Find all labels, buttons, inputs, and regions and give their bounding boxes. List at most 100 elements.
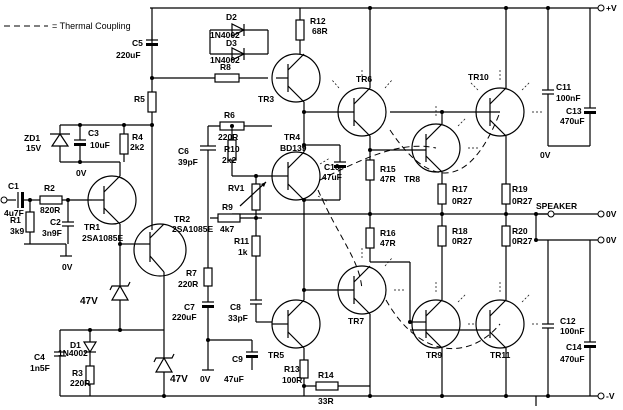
svg-text:470uF: 470uF [560,354,585,364]
svg-text:TR2: TR2 [174,214,190,224]
svg-text:4u7F: 4u7F [4,208,24,218]
svg-text:220R: 220R [178,279,198,289]
svg-text:R4: R4 [132,132,143,142]
svg-text:ZD1: ZD1 [24,133,40,143]
svg-text:470uF: 470uF [560,116,585,126]
svg-text:220R: 220R [70,378,90,388]
svg-text:TR8: TR8 [404,174,420,184]
speaker-label: SPEAKER [536,201,577,211]
svg-text:0V: 0V [200,374,211,384]
rail-gnd2-label: 0V [606,235,617,245]
svg-text:15V: 15V [26,143,41,153]
svg-text:C3: C3 [88,128,99,138]
svg-text:1N4002: 1N4002 [210,30,240,40]
svg-text:C2: C2 [50,217,61,227]
svg-text:C10: C10 [324,162,340,172]
svg-text:2SA1085E: 2SA1085E [82,233,123,243]
svg-text:R14: R14 [318,370,334,380]
svg-text:R2: R2 [44,183,55,193]
svg-text:820R: 820R [40,205,60,215]
svg-text:47uF: 47uF [224,374,244,384]
lower-output-stage: R16 47R TR7 R18 0R27 TR9 R20 0R27 [304,214,596,406]
svg-text:1N4002: 1N4002 [58,348,88,358]
svg-text:R10: R10 [224,144,240,154]
svg-text:R9: R9 [222,202,233,212]
svg-text:C1: C1 [8,181,19,191]
svg-text:39pF: 39pF [178,157,198,167]
svg-text:C9: C9 [232,354,243,364]
svg-text:C5: C5 [132,38,143,48]
svg-text:C11: C11 [556,82,571,92]
thermal-coupling-legend: = Thermal Coupling [4,21,131,31]
svg-text:1k: 1k [238,247,248,257]
svg-text:100nF: 100nF [556,93,581,103]
svg-text:TR4: TR4 [284,132,300,142]
svg-text:TR7: TR7 [348,316,364,326]
rail-pos-label: +V [606,3,617,13]
svg-text:0R27: 0R27 [512,196,533,206]
svg-text:R8: R8 [220,62,231,72]
svg-text:R18: R18 [452,226,468,236]
svg-text:100nF: 100nF [560,326,585,336]
svg-text:TR9: TR9 [426,350,442,360]
svg-text:100R: 100R [282,375,302,385]
transistor-tr1: TR1 2SA1085E [82,175,137,243]
svg-text:C4: C4 [34,352,45,362]
svg-text:RV1: RV1 [228,183,245,193]
svg-text:33R: 33R [318,396,334,406]
svg-text:TR10: TR10 [468,72,489,82]
svg-text:47V: 47V [80,296,98,307]
svg-text:R7: R7 [186,268,197,278]
svg-text:D2: D2 [226,12,237,22]
svg-text:R5: R5 [134,94,145,104]
terminal-speaker [547,210,555,218]
svg-text:BD139: BD139 [280,143,307,153]
svg-text:TR1: TR1 [84,222,100,232]
bias-pot: RV1 R9 4k7 R11 1k [210,175,272,276]
svg-text:TR6: TR6 [356,74,372,84]
svg-text:R17: R17 [452,184,468,194]
svg-text:R16: R16 [380,228,396,238]
svg-text:TR11: TR11 [490,350,511,360]
svg-text:68R: 68R [312,26,328,36]
svg-text:0R27: 0R27 [452,236,473,246]
svg-text:3k9: 3k9 [10,226,24,236]
svg-text:R20: R20 [512,226,528,236]
svg-text:R19: R19 [512,184,528,194]
svg-text:C7: C7 [184,302,195,312]
svg-text:0V: 0V [62,262,73,272]
svg-text:33pF: 33pF [228,313,248,323]
svg-text:2k2: 2k2 [222,155,236,165]
rail-neg-label: -V [606,391,615,401]
input-stage: C1 4u7F R1 3k9 R2 820R C2 3n9F 0V [0,181,92,272]
svg-text:47V: 47V [170,374,188,385]
svg-text:0V: 0V [76,168,87,178]
rail-gnd1-label: 0V [606,209,617,219]
terminal-neg [597,392,605,400]
transistor-tr4: TR4 BD139 C10 47uF [271,132,346,300]
svg-text:C13: C13 [566,106,582,116]
transistor-tr3: R12 68R TR3 [258,8,328,140]
svg-text:4k7: 4k7 [220,224,234,234]
svg-text:0R27: 0R27 [452,196,473,206]
svg-text:2SA1085E: 2SA1085E [172,224,213,234]
svg-text:220uF: 220uF [172,312,197,322]
terminal-pos [597,4,605,12]
svg-text:TR3: TR3 [258,94,274,104]
svg-text:2k2: 2k2 [130,142,144,152]
diode-string: D2 1N4002 D3 1N4002 [209,12,269,65]
svg-text:47R: 47R [380,174,396,184]
svg-text:R11: R11 [234,236,249,246]
svg-text:220R: 220R [218,132,238,142]
svg-text:C6: C6 [178,146,189,156]
heat-rays [317,70,542,325]
feedback-network: R6 220R C6 39pF R10 2k2 [178,110,272,230]
svg-text:C14: C14 [566,342,582,352]
svg-text:47uF: 47uF [322,172,342,182]
transistor-tr2: TR2 2SA1085E [119,214,213,300]
negative-rail-network: C4 1n5F D1 1N4002 R3 220R 47V 47V [30,244,188,396]
svg-text:R3: R3 [72,368,83,378]
svg-text:R1: R1 [10,215,21,225]
thermal-coupling-links [317,111,501,349]
terminal-gnd1 [597,210,605,218]
